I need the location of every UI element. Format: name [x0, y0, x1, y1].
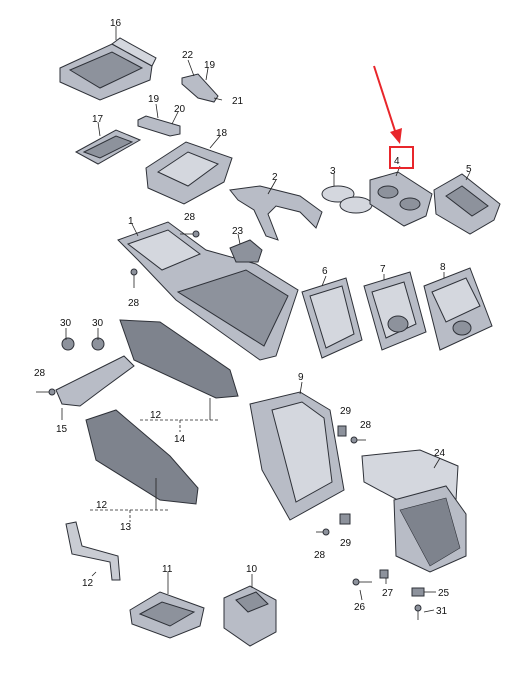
part-20-clip [137, 115, 181, 137]
part-4-cup-holder [369, 171, 433, 227]
callout-21: 21 [232, 96, 244, 107]
highlight-box [389, 146, 414, 169]
part-9-frame [249, 391, 345, 521]
callout-7: 7 [380, 264, 386, 275]
part-10-ashtray [223, 585, 277, 647]
callout-31: 31 [436, 606, 448, 617]
callout-16: 16 [110, 18, 122, 29]
callout-9: 9 [298, 372, 304, 383]
part-7-panel [363, 271, 427, 351]
callout-28: 28 [360, 420, 372, 431]
part-17-mat [74, 129, 142, 165]
callout-30: 30 [92, 318, 104, 329]
range-14 [140, 419, 220, 432]
callout-28: 28 [128, 298, 140, 309]
part-22-bracket [181, 73, 219, 103]
part-24-armrest [361, 449, 467, 573]
callout-28: 28 [34, 368, 46, 379]
part-23-box [229, 239, 263, 263]
callout-8: 8 [440, 262, 446, 273]
callout-23: 23 [232, 226, 244, 237]
part-2-trim [229, 185, 323, 241]
callout-28: 28 [184, 212, 196, 223]
callout-4: 4 [394, 156, 400, 167]
part-1-console [117, 221, 299, 361]
callout-14: 14 [174, 434, 186, 445]
callout-30: 30 [60, 318, 72, 329]
callout-17: 17 [92, 114, 104, 125]
callout-10: 10 [246, 564, 258, 575]
callout-25: 25 [438, 588, 450, 599]
part-8-panel [423, 267, 493, 351]
part-16-tray [59, 37, 157, 101]
callout-6: 6 [322, 266, 328, 277]
callout-2: 2 [272, 172, 278, 183]
fasteners [36, 230, 425, 620]
highlight-arrow-head [390, 128, 402, 144]
part-14-mat [119, 319, 239, 399]
callout-11: 11 [162, 564, 173, 575]
callout-12: 12 [82, 578, 94, 589]
callout-20: 20 [174, 104, 186, 115]
part-18-frame [145, 141, 233, 205]
part-15-bracket [55, 337, 135, 407]
callout-12: 12 [96, 500, 108, 511]
callout-26: 26 [354, 602, 366, 613]
callout-19: 19 [204, 60, 216, 71]
callout-24: 24 [434, 448, 446, 459]
callout-1: 1 [128, 216, 134, 227]
part-6-panel [301, 277, 363, 359]
callout-28: 28 [314, 550, 326, 561]
callout-22: 22 [182, 50, 194, 61]
range-13 [90, 509, 170, 522]
highlight-part-4 [373, 65, 414, 169]
callout-27: 27 [382, 588, 394, 599]
callout-29: 29 [340, 538, 352, 549]
part-5-storage [433, 173, 501, 235]
callout-29: 29 [340, 406, 352, 417]
callout-labels: 16 22 19 21 19 20 17 18 4 3 5 2 28 1 23 … [34, 18, 472, 617]
highlight-arrow-shaft [373, 65, 397, 135]
callout-3: 3 [330, 166, 336, 177]
callout-12: 12 [150, 410, 162, 421]
part-11-tray [129, 591, 205, 639]
callout-19: 19 [148, 94, 160, 105]
part-12-frame [65, 521, 121, 581]
callout-13: 13 [120, 522, 132, 533]
callout-15: 15 [56, 424, 68, 435]
callout-5: 5 [466, 164, 472, 175]
part-13-mat [85, 409, 199, 505]
callout-18: 18 [216, 128, 228, 139]
part-3-cup-insert [321, 185, 373, 214]
